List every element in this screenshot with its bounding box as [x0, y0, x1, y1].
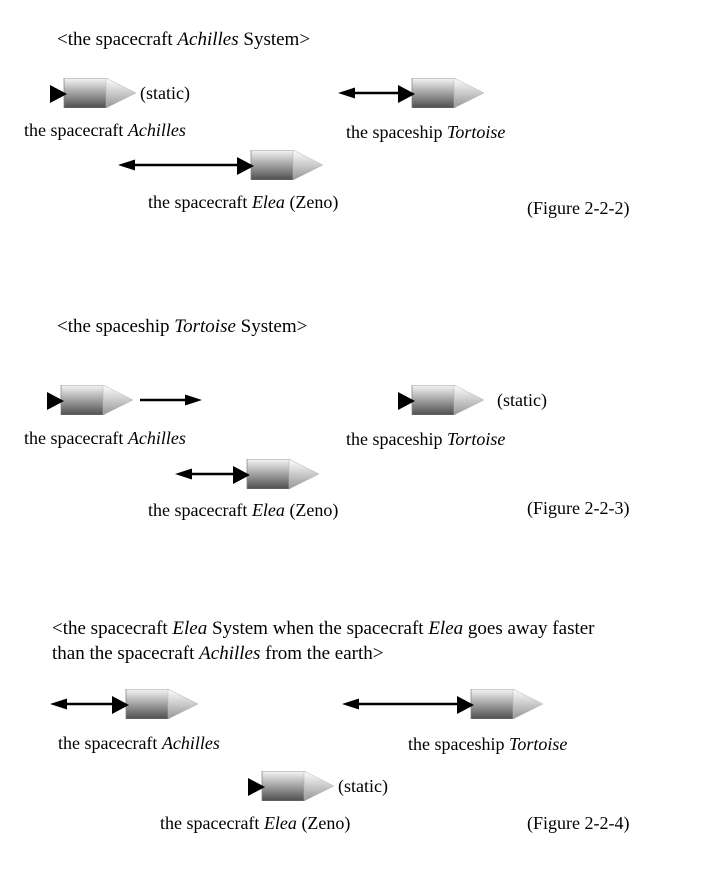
figure-caption: (Figure 2-2-4) — [527, 813, 630, 833]
achilles-ship-icon — [50, 78, 136, 108]
elea-label: the spacecraft Elea (Zeno) — [148, 192, 339, 212]
achilles-motion-arrow — [50, 698, 115, 710]
figure-title-line-2: than the spacecraft Achilles from the ea… — [52, 643, 384, 664]
figure-caption: (Figure 2-2-3) — [527, 498, 630, 518]
elea-label: the spacecraft Elea (Zeno) — [160, 813, 351, 833]
achilles-label: the spacecraft Achilles — [24, 428, 186, 448]
elea-label: the spacecraft Elea (Zeno) — [148, 500, 339, 520]
static-tag: (static) — [140, 83, 190, 103]
tortoise-ship-icon — [457, 689, 543, 719]
elea-ship-icon — [248, 771, 334, 801]
figure-title: <the spacecraft Achilles System> — [57, 29, 311, 50]
tortoise-label: the spaceship Tortoise — [346, 122, 506, 142]
tortoise-label: the spaceship Tortoise — [346, 429, 506, 449]
achilles-motion-arrow — [140, 394, 202, 406]
tortoise-ship-icon — [398, 78, 484, 108]
tortoise-motion-arrow — [338, 87, 400, 99]
figure-title: <the spaceship Tortoise System> — [57, 316, 308, 337]
figure-caption: (Figure 2-2-2) — [527, 198, 630, 218]
achilles-label: the spacecraft Achilles — [58, 733, 220, 753]
figure-title-line-1: <the spacecraft Elea System when the spa… — [52, 618, 595, 639]
tortoise-ship-icon — [398, 385, 484, 415]
achilles-ship-icon — [112, 689, 198, 719]
elea-ship-icon — [233, 459, 319, 489]
static-tag: (static) — [497, 390, 547, 410]
tortoise-label: the spaceship Tortoise — [408, 734, 568, 754]
static-tag: (static) — [338, 776, 388, 796]
elea-ship-icon — [237, 150, 323, 180]
achilles-label: the spacecraft Achilles — [24, 120, 186, 140]
elea-motion-arrow — [175, 468, 236, 480]
tortoise-motion-arrow — [342, 698, 460, 710]
achilles-ship-icon — [47, 385, 133, 415]
elea-motion-arrow — [118, 159, 240, 171]
